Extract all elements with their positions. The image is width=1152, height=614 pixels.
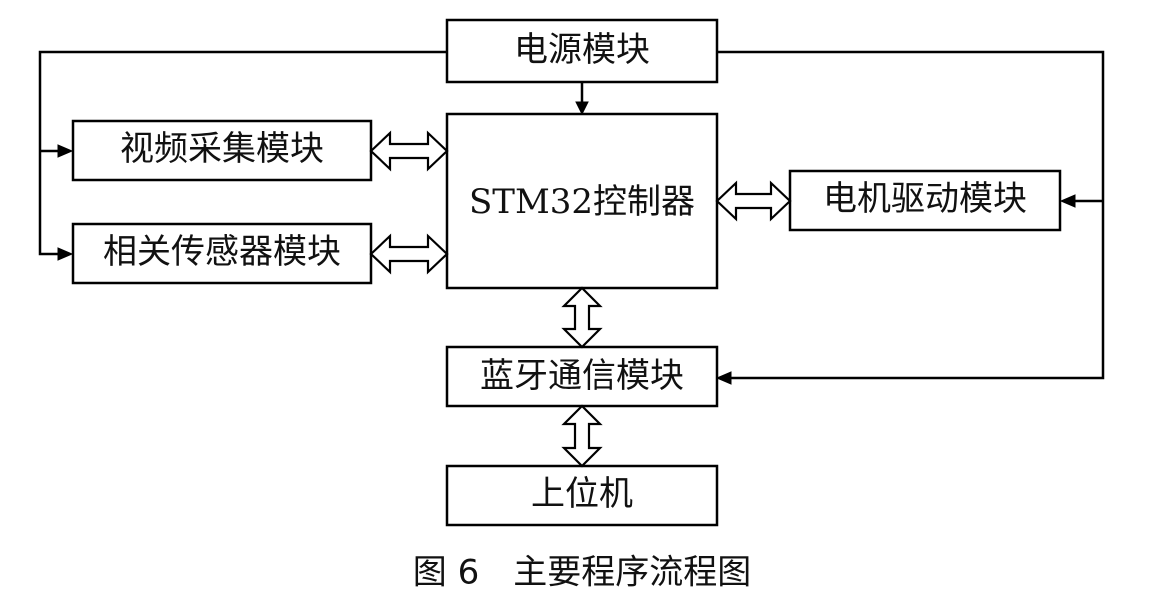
host-box (445, 464, 719, 527)
power-to-controller-arrowhead (575, 101, 589, 116)
power-left-feed-line (38, 50, 447, 256)
power-module-label: 电源模块 (514, 30, 650, 70)
controller-box (445, 112, 719, 290)
power-to-bluetooth-arrowhead (715, 371, 732, 385)
motor-module-box (788, 169, 1062, 232)
bluetooth-host-double-arrow (561, 404, 603, 468)
video-module-label: 视频采集模块 (120, 129, 324, 169)
power-right-feed-line (717, 50, 1105, 380)
motor-module-label: 电机驱动模块 (823, 179, 1027, 219)
video-controller-double-arrow (369, 130, 449, 172)
host-label: 上位机 (531, 474, 633, 514)
bluetooth-module-label: 蓝牙通信模块 (480, 356, 684, 396)
bluetooth-module-box (445, 345, 719, 408)
controller-label: STM32控制器 (469, 182, 695, 222)
sensor-controller-double-arrow (369, 233, 449, 275)
controller-bluetooth-double-arrow (561, 286, 603, 349)
power-to-motor-arrowhead (1059, 194, 1076, 208)
controller-motor-double-arrow (715, 180, 792, 222)
sensor-module-label: 相关传感器模块 (103, 232, 341, 272)
sensor-module-box (71, 222, 373, 285)
video-module-box (71, 119, 373, 182)
figure-caption: 图 6 主要程序流程图 (413, 553, 751, 593)
power-to-sensor-arrowhead (57, 247, 74, 261)
power-to-video-arrowhead (57, 144, 74, 158)
